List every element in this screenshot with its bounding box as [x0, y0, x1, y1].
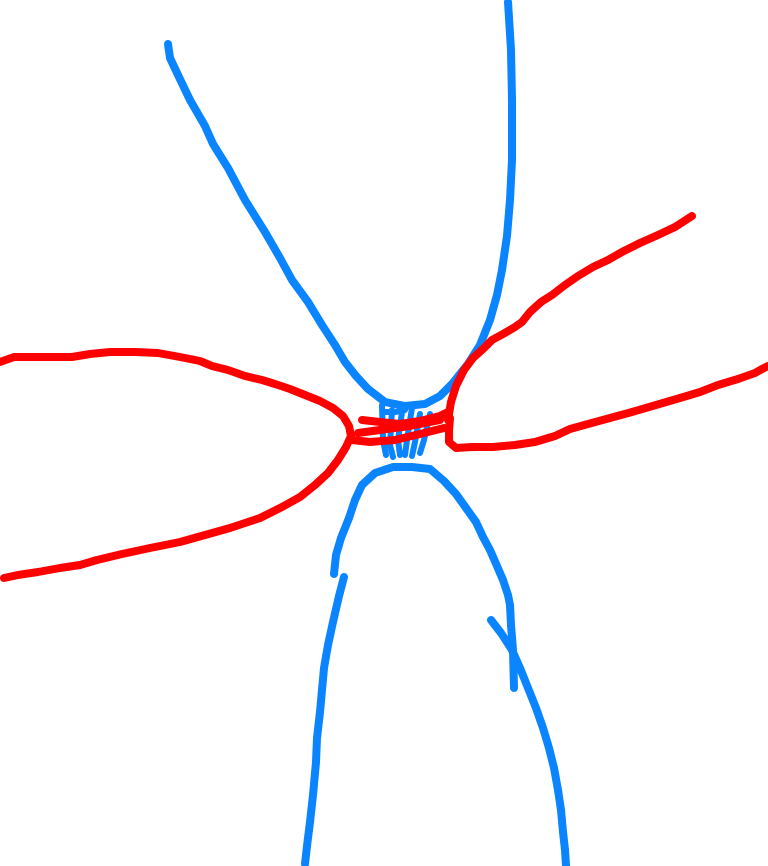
- blue-bottom-arch: [330, 463, 518, 692]
- red-left-curve: [0, 348, 355, 582]
- red-right-upper-line: [444, 212, 696, 424]
- red-center-band: [348, 408, 452, 446]
- blue-top-curve: [164, 0, 516, 410]
- red-right-lower-line: [445, 362, 768, 452]
- blue-lower-left-line: [301, 573, 348, 866]
- blue-lower-right-line: [487, 616, 570, 866]
